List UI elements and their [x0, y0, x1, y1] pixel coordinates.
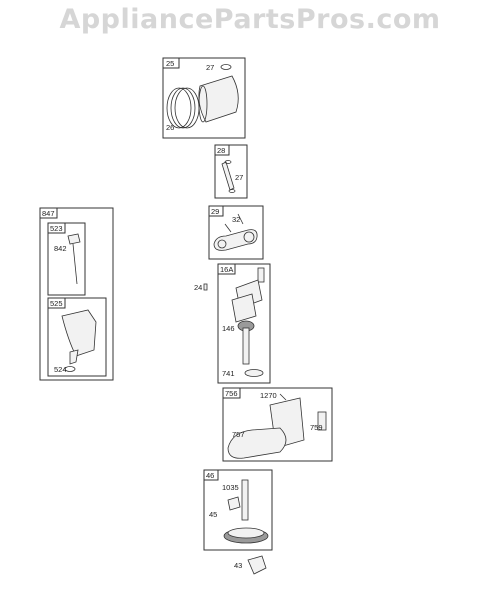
group-28-piston-pin[interactable]: 28 27	[214, 144, 248, 199]
rod-bolts	[224, 213, 244, 233]
callout-43[interactable]: 43	[234, 555, 267, 575]
fill-tube-neck	[69, 349, 79, 365]
group-847-tag: 847	[42, 209, 55, 218]
callout-759-label: 759	[310, 423, 323, 432]
group-25-piston-assembly[interactable]: 25 27 26	[162, 57, 246, 139]
group-16a-tag: 16A	[220, 265, 233, 274]
group-525-tag: 525	[50, 299, 63, 308]
part-43	[247, 555, 267, 575]
rod-small-end	[217, 239, 227, 249]
o-ring-524	[64, 366, 76, 372]
dipstick-cap	[67, 233, 81, 245]
cam-gear-face	[227, 527, 265, 539]
piston-ring-2	[170, 87, 196, 129]
piston-ring-3	[166, 87, 192, 129]
callout-146-label: 146	[222, 324, 235, 333]
cam-shaft	[241, 479, 249, 521]
group-756-assembly[interactable]: 756 1270 757 759	[222, 387, 333, 462]
group-29-connecting-rod[interactable]: 29 32	[208, 205, 264, 260]
callout-757-label: 757	[232, 430, 245, 439]
part-759	[317, 411, 327, 431]
crank-web-lower	[231, 293, 257, 323]
balancer-weight	[227, 427, 287, 459]
callout-24[interactable]: 24	[194, 283, 208, 292]
part-45	[227, 496, 241, 511]
connecting-rod	[213, 229, 258, 251]
fill-tube	[61, 309, 97, 357]
callout-741-label: 741	[222, 369, 235, 378]
callout-45-label: 45	[209, 510, 217, 519]
callout-1035-label: 1035	[222, 483, 239, 492]
group-28-tag: 28	[217, 146, 225, 155]
group-847-assembly[interactable]: 847 523 842 525 524	[39, 207, 114, 381]
callout-27-pin-label: 27	[235, 173, 243, 182]
group-523-dipstick[interactable]: 523 842	[47, 222, 86, 296]
piston-pin-clip	[220, 64, 232, 70]
crank-seal-741	[244, 369, 264, 377]
group-523-tag: 523	[50, 224, 63, 233]
group-16a-crankshaft[interactable]: 16A 146 741	[217, 263, 271, 384]
key-24	[203, 283, 208, 291]
pin-clip-bottom	[228, 189, 236, 193]
callout-842-label: 842	[54, 244, 67, 253]
callout-43-label: 43	[234, 561, 242, 570]
piston-ring-1	[174, 87, 200, 129]
screw-1270	[279, 393, 287, 401]
callout-1270-label: 1270	[260, 391, 277, 400]
group-46-tag: 46	[206, 471, 214, 480]
callout-26-label: 26	[166, 123, 174, 132]
callout-27-label: 27	[206, 63, 214, 72]
dipstick-rod	[72, 243, 78, 285]
callout-32-label: 32	[232, 215, 240, 224]
group-29-tag: 29	[211, 207, 219, 216]
group-756-tag: 756	[225, 389, 238, 398]
callout-524-label: 524	[54, 365, 67, 374]
group-25-tag: 25	[166, 59, 174, 68]
pin-clip-top	[224, 160, 232, 164]
group-46-camshaft[interactable]: 46 1035 45	[203, 469, 273, 551]
watermark-logo: AppliancePartsPros.com	[59, 4, 441, 35]
piston	[198, 75, 239, 123]
crank-end	[257, 267, 265, 283]
crank-shaft	[242, 327, 250, 365]
piston-pin	[221, 161, 235, 191]
group-525-fill-tube[interactable]: 525 524	[47, 297, 107, 377]
callout-24-label: 24	[194, 283, 202, 292]
rod-big-end	[243, 231, 255, 243]
